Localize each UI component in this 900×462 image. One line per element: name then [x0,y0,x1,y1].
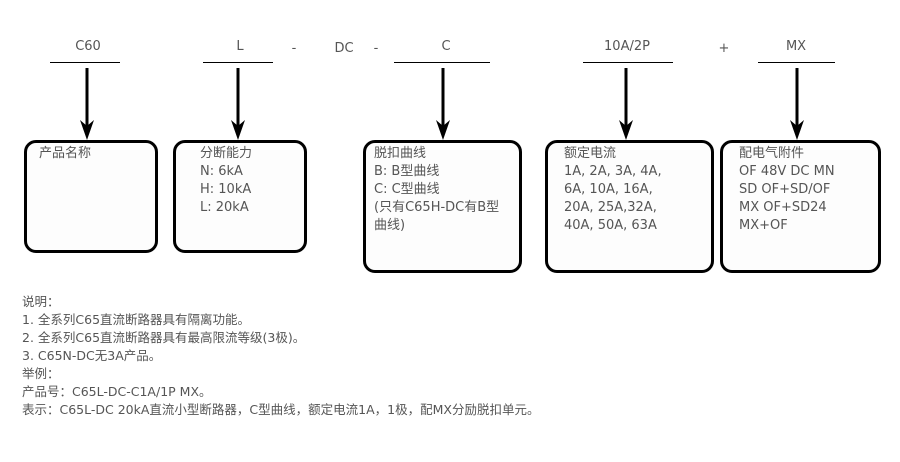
box-line: MX+OF [739,218,788,233]
box-breaking-capacity: 分断能力 N: 6kA H: 10kA L: 20kA [173,140,307,253]
box-line: B: B型曲线 [374,164,440,179]
segment-label-accessory: MX [785,39,807,54]
box-title: 额定电流 [564,146,617,161]
segment-underline-series [50,62,120,63]
segment-label-breaking: L [236,39,244,54]
box-line: 6A, 10A, 16A, [564,182,653,197]
box-line: L: 20kA [200,200,249,215]
segment-label-series: C60 [75,39,101,54]
box-line: 40A, 50A, 63A [564,218,657,233]
segment-label-curve: C [441,39,451,54]
box-rated-current: 额定电流 1A, 2A, 3A, 4A, 6A, 10A, 16A, 20A, … [545,140,714,273]
box-title: 分断能力 [200,146,253,161]
separator-dc: DC [334,41,354,56]
separator-plus: + [718,41,730,56]
note-item: 3. C65N-DC无3A产品。 [22,348,162,363]
example-product-no: 产品号：C65L-DC-C1A/1P MX。 [22,384,212,399]
segment-underline-current [583,62,673,63]
arrow-accessory [790,68,804,140]
box-line: 曲线) [374,218,406,233]
notes-section: 说明： 1. 全系列C65直流断路器具有隔离功能。 2. 全系列C65直流断路器… [22,293,539,419]
box-line: MX OF+SD24 [739,200,827,215]
arrow-current [619,68,633,140]
box-trip-curve: 脱扣曲线 B: B型曲线 C: C型曲线 (只有C65H-DC有B型 曲线) [363,140,522,273]
box-line: 1A, 2A, 3A, 4A, [564,164,662,179]
box-line: N: 6kA [200,164,243,179]
box-title: 配电气附件 [739,146,805,161]
box-accessories: 配电气附件 OF 48V DC MN SD OF+SD/OF MX OF+SD2… [720,140,881,273]
box-line: (只有C65H-DC有B型 [374,200,500,215]
arrow-curve [436,68,450,140]
box-line: OF 48V DC MN [739,164,835,179]
box-title: 产品名称 [39,146,92,161]
note-item: 2. 全系列C65直流断路器具有最高限流等级(3极)。 [22,330,306,345]
arrow-series [80,68,94,140]
arrow-breaking [231,68,245,140]
example-meaning: 表示：C65L-DC 20kA直流小型断路器，C型曲线，额定电流1A，1极，配M… [22,402,540,417]
segment-underline-accessory [758,62,835,63]
segment-underline-curve [394,62,490,63]
box-line: SD OF+SD/OF [739,182,831,197]
box-line: 20A, 25A,32A, [564,200,657,215]
separator-dash-1: - [291,41,297,56]
box-product-name: 产品名称 [24,140,158,253]
notes-heading: 说明： [22,294,60,309]
segment-underline-breaking [203,62,273,63]
box-title: 脱扣曲线 [374,146,427,161]
note-item: 1. 全系列C65直流断路器具有隔离功能。 [22,312,251,327]
box-line: H: 10kA [200,182,252,197]
separator-dash-2: - [373,41,379,56]
segment-label-current: 10A/2P [604,39,650,54]
example-heading: 举例： [22,366,60,381]
box-line: C: C型曲线 [374,182,440,197]
